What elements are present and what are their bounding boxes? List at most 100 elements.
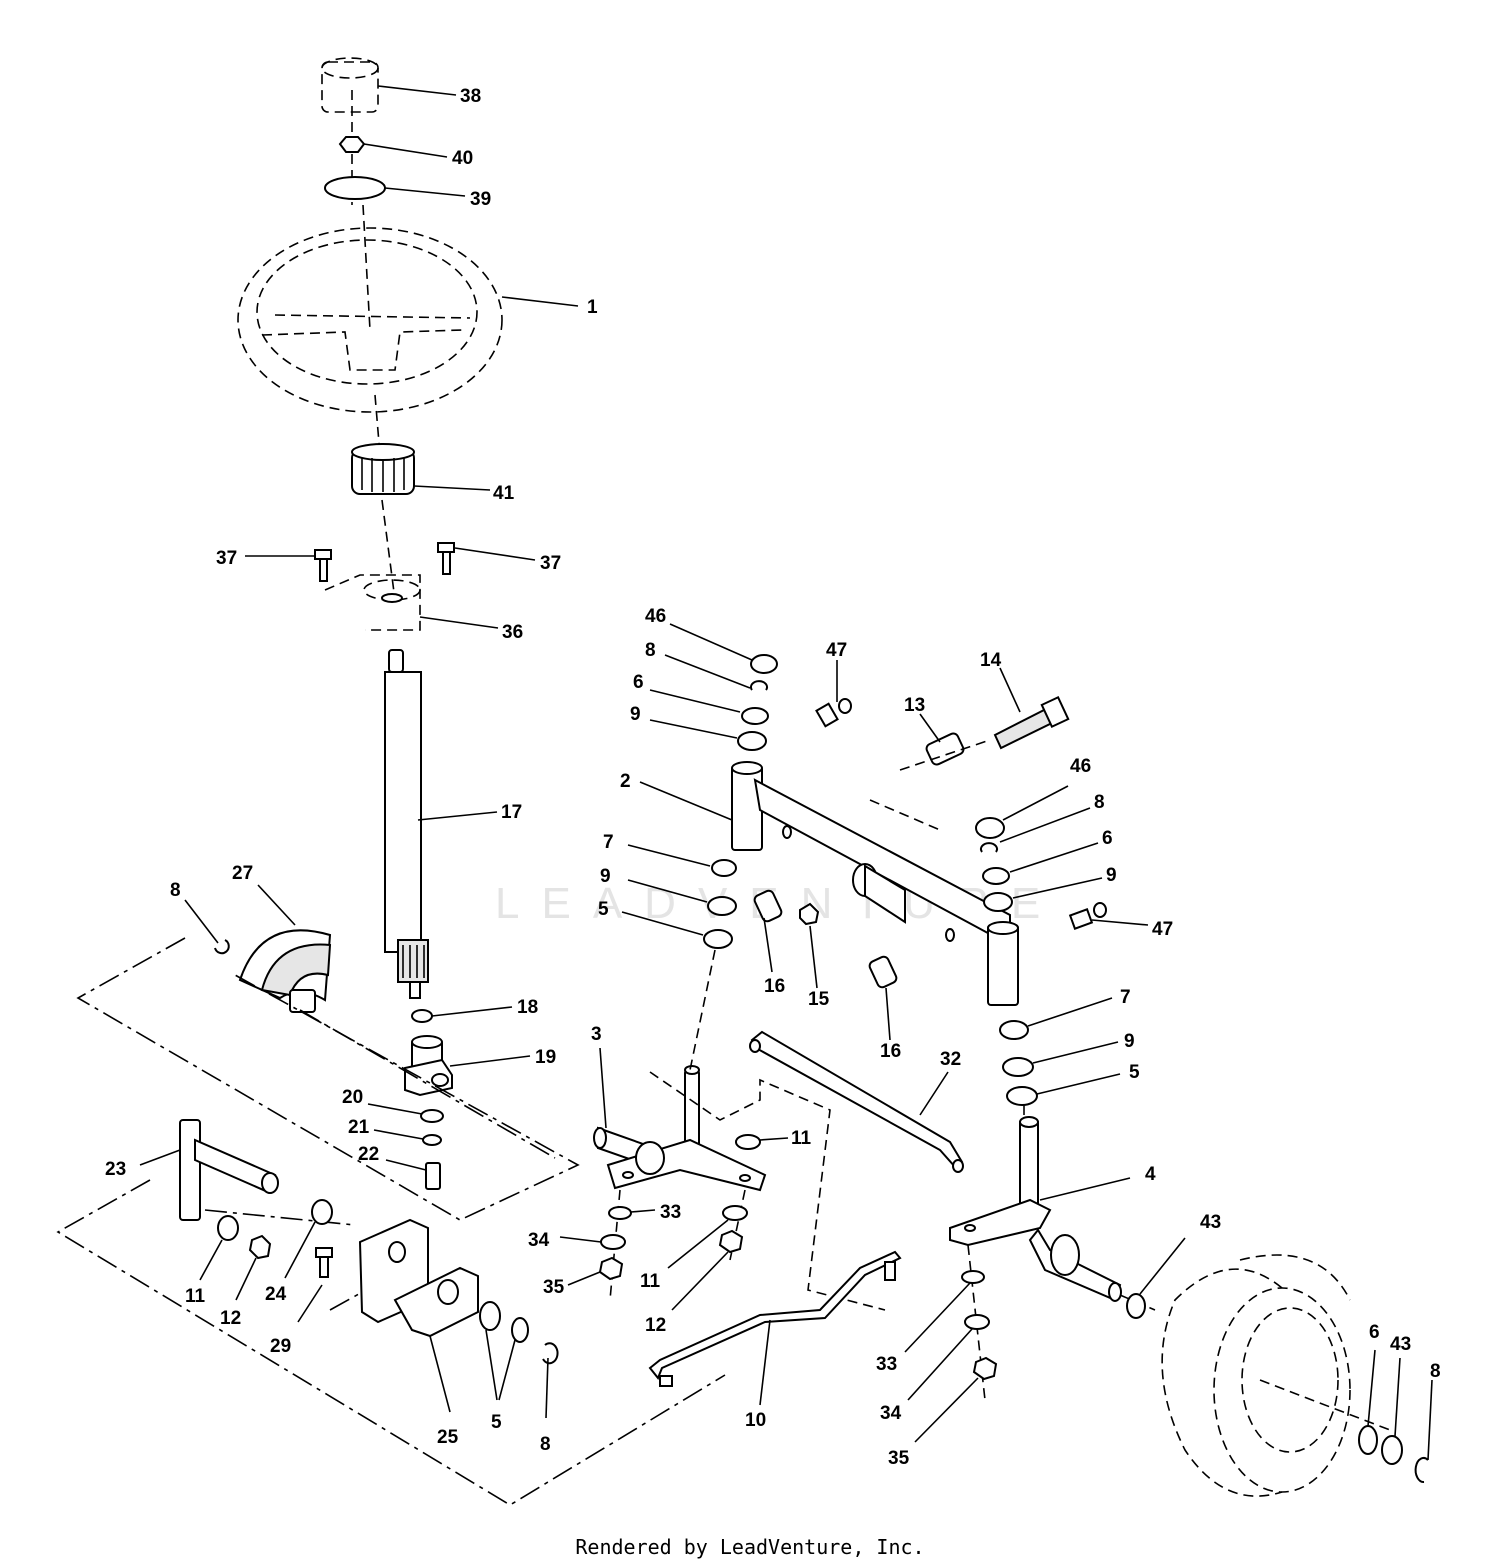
callout-36: 36: [502, 622, 523, 643]
callout-4: 4: [1145, 1164, 1156, 1185]
callout-labels: 38 40 39 1 41 37 37 36 17 8 27 18 19 20 …: [105, 85, 1441, 1469]
callout-25: 25: [437, 1427, 459, 1448]
part-bolt-right: [437, 542, 536, 575]
callout-8-b: 8: [540, 1434, 551, 1455]
callout-47-b: 47: [1152, 919, 1173, 940]
part-washer-33a: [608, 1206, 656, 1220]
callout-5-a: 5: [491, 1412, 502, 1433]
part-nut-12b: [671, 1229, 744, 1311]
callout-5-c: 5: [1129, 1062, 1140, 1083]
part-washer-5c: [1006, 1073, 1121, 1106]
callout-11-b: 11: [791, 1128, 812, 1149]
part-washer-43b: [1381, 1357, 1403, 1465]
part-washer-9c: [983, 877, 1103, 912]
part-front-axle: [639, 761, 1019, 1006]
callout-37-left: 37: [216, 548, 237, 569]
part-pin-16a: [753, 889, 783, 973]
callout-38: 38: [460, 86, 481, 107]
part-clip-b: [542, 1342, 559, 1419]
part-clip-a: [184, 899, 230, 955]
callout-15: 15: [808, 989, 830, 1010]
part-front-wheel: [1161, 1254, 1391, 1497]
callout-2: 2: [620, 771, 631, 792]
callout-10: 10: [745, 1410, 766, 1431]
callout-19: 19: [535, 1047, 556, 1068]
callout-24: 24: [265, 1284, 287, 1305]
callout-6-a: 6: [633, 672, 644, 693]
callout-33-b: 33: [876, 1354, 897, 1375]
part-steering-housing: [404, 1035, 531, 1097]
part-nut-35b: [914, 1356, 998, 1443]
callout-7-b: 7: [1120, 987, 1131, 1008]
axle-bolt-axis: [869, 739, 991, 831]
part-washer-9b: [627, 879, 737, 916]
part-washer: [324, 176, 386, 200]
callout-11-c: 11: [640, 1271, 661, 1292]
callout-35-a: 35: [543, 1277, 565, 1298]
callout-3: 3: [591, 1024, 602, 1045]
callout-39: 39: [470, 189, 491, 210]
part-clip-d: [980, 807, 1091, 853]
callout-8-a: 8: [170, 880, 181, 901]
callout-8-d: 8: [1094, 792, 1105, 813]
left-spindle-axis: [609, 949, 886, 1311]
callout-9-b: 9: [600, 866, 611, 887]
part-washer-9d: [1002, 1041, 1119, 1077]
part-nut-12a: [235, 1234, 272, 1301]
callout-46-a: 46: [645, 606, 666, 627]
steering-column-axis: [351, 90, 396, 601]
part-spindle-left: [593, 1047, 767, 1192]
part-spindle-right: [949, 1116, 1131, 1302]
part-washer-20: [367, 1103, 444, 1123]
part-washer-11b: [735, 1134, 789, 1150]
part-drag-link: [648, 1250, 902, 1406]
callout-8-c: 8: [645, 640, 656, 661]
callout-16-b: 16: [880, 1041, 901, 1062]
part-mounting-bracket: [358, 1218, 479, 1413]
part-steering-arm: [139, 1119, 279, 1221]
callout-46-b: 46: [1070, 756, 1091, 777]
part-washer-11c: [667, 1205, 748, 1269]
part-washer-34b: [907, 1314, 990, 1401]
callout-16-a: 16: [764, 976, 785, 997]
callout-12-a: 12: [220, 1308, 241, 1329]
callout-9-c: 9: [1106, 865, 1117, 886]
part-pin-16b: [868, 955, 898, 1041]
part-bolt-22: [385, 1159, 441, 1190]
part-steering-shaft: [384, 649, 498, 999]
part-washer-5b: [621, 911, 733, 949]
part-bolt-14: [993, 667, 1070, 750]
part-cap-46a: [669, 623, 778, 674]
callout-9-d: 9: [1124, 1031, 1135, 1052]
callout-23: 23: [105, 1159, 126, 1180]
callout-21: 21: [348, 1117, 370, 1138]
callout-17: 17: [501, 802, 522, 823]
part-bushing: [324, 574, 499, 631]
part-cap-46b: [975, 785, 1069, 839]
callout-12-b: 12: [645, 1315, 666, 1336]
callout-32: 32: [940, 1049, 961, 1070]
part-cap: [321, 57, 379, 113]
part-washer-7a: [627, 844, 737, 877]
callout-35-b: 35: [888, 1448, 910, 1469]
part-washer-11a: [199, 1215, 239, 1281]
part-lock-washer-21: [373, 1129, 442, 1146]
part-washer-6c: [1358, 1349, 1378, 1455]
callout-20: 20: [342, 1087, 363, 1108]
part-washers-5a: [479, 1301, 529, 1401]
callout-6-c: 6: [1369, 1322, 1380, 1343]
part-washer-43a: [1126, 1237, 1186, 1319]
callout-37-right: 37: [540, 553, 561, 574]
part-washer-6a: [649, 689, 769, 725]
callout-13: 13: [904, 695, 925, 716]
part-clip-c: [664, 654, 768, 691]
callout-27: 27: [232, 863, 253, 884]
part-nut-35a: [567, 1256, 624, 1286]
part-sector-gear: [238, 884, 332, 1013]
callout-5-b: 5: [598, 899, 609, 920]
callout-29: 29: [270, 1336, 291, 1357]
part-grease-fitting-a: [815, 660, 852, 728]
callout-18: 18: [517, 997, 538, 1018]
callout-34-a: 34: [528, 1230, 550, 1251]
